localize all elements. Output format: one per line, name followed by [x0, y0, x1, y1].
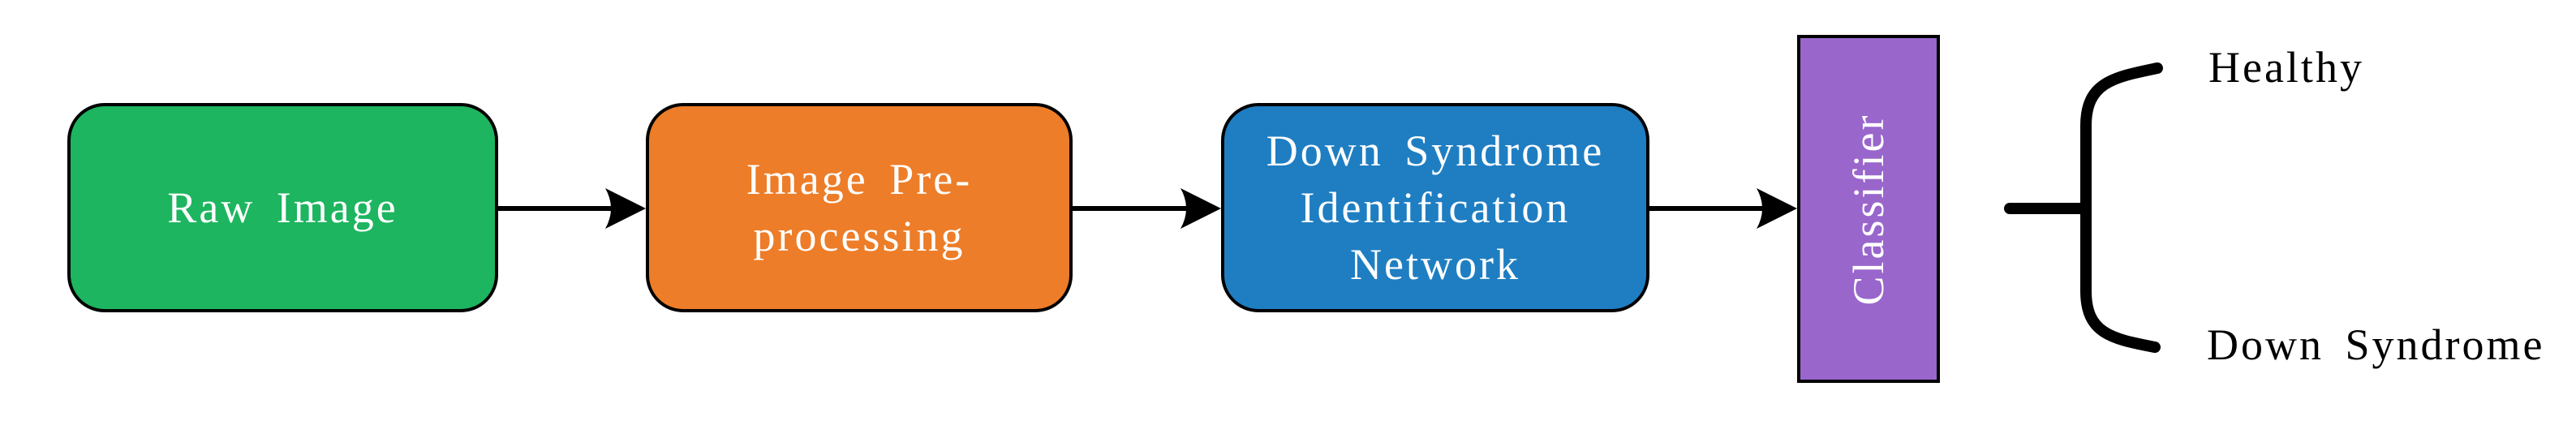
node-down-syndrome-identification-network: Down Syndrome Identification Network — [1221, 103, 1649, 312]
node-classifier: Classifier — [1797, 35, 1940, 383]
brace-curve — [2080, 62, 2163, 353]
classifier-vertical-label: Classifier — [1844, 113, 1893, 305]
arrow-preprocessing-to-network — [1073, 188, 1221, 229]
node-raw-image: Raw Image — [67, 103, 498, 312]
arrow-head-icon — [1757, 188, 1797, 229]
output-brace — [2004, 62, 2163, 353]
node-image-preprocessing: Image Pre- processing — [646, 103, 1073, 312]
arrow-head-icon — [605, 188, 646, 229]
arrow-network-to-classifier — [1649, 188, 1797, 229]
arrow-raw-to-preprocessing — [498, 188, 646, 229]
output-label-healthy: Healthy — [2208, 43, 2364, 92]
output-label-down-syndrome: Down Syndrome — [2207, 320, 2545, 369]
arrow-head-icon — [1180, 188, 1221, 229]
